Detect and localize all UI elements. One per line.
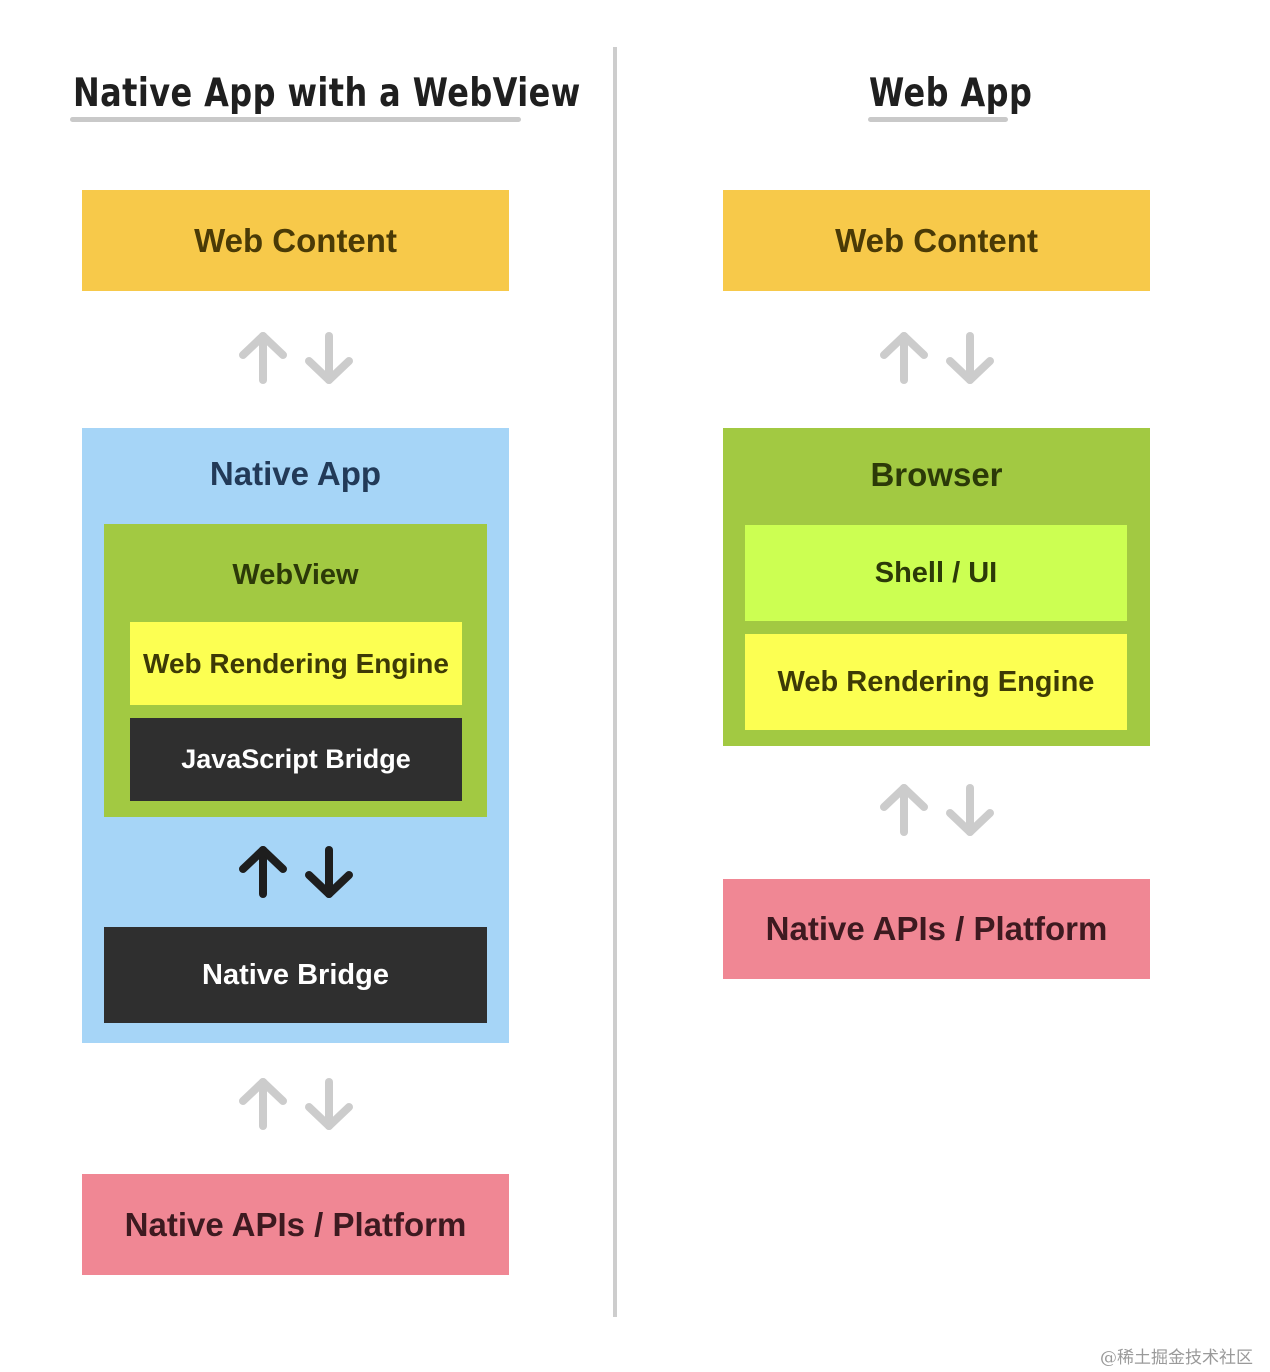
- right-title-underline: [868, 117, 1008, 122]
- down-arrow-icon: [305, 846, 353, 898]
- left-rendering-engine-box: Web Rendering Engine: [130, 622, 462, 705]
- left-arrows-bottom: [239, 1078, 353, 1130]
- down-arrow-icon: [946, 332, 994, 384]
- left-web-content-box: Web Content: [82, 190, 509, 291]
- native-bridge-box: Native Bridge: [104, 927, 487, 1023]
- webview-label: WebView: [232, 559, 359, 591]
- column-divider: [613, 47, 617, 1317]
- up-arrow-icon: [880, 784, 928, 836]
- up-arrow-icon: [239, 846, 287, 898]
- left-arrows-middle: [239, 846, 353, 898]
- up-arrow-icon: [880, 332, 928, 384]
- down-arrow-icon: [946, 784, 994, 836]
- browser-label: Browser: [870, 456, 1003, 493]
- down-arrow-icon: [305, 1078, 353, 1130]
- shell-ui-box: Shell / UI: [745, 525, 1127, 621]
- js-bridge-box: JavaScript Bridge: [130, 718, 462, 801]
- left-arrows-top: [239, 332, 353, 384]
- up-arrow-icon: [239, 1078, 287, 1130]
- watermark: @稀土掘金技术社区: [1100, 1348, 1253, 1368]
- up-arrow-icon: [239, 332, 287, 384]
- right-title: Web App: [869, 71, 1033, 116]
- right-arrows-bottom: [880, 784, 994, 836]
- right-rendering-engine-box: Web Rendering Engine: [745, 634, 1127, 730]
- down-arrow-icon: [305, 332, 353, 384]
- right-web-content-box: Web Content: [723, 190, 1150, 291]
- native-app-label: Native App: [209, 455, 382, 492]
- left-title-underline: [70, 117, 521, 122]
- left-native-apis-box: Native APIs / Platform: [82, 1174, 509, 1275]
- right-native-apis-box: Native APIs / Platform: [723, 879, 1150, 979]
- left-title: Native App with a WebView: [73, 71, 581, 116]
- right-arrows-top: [880, 332, 994, 384]
